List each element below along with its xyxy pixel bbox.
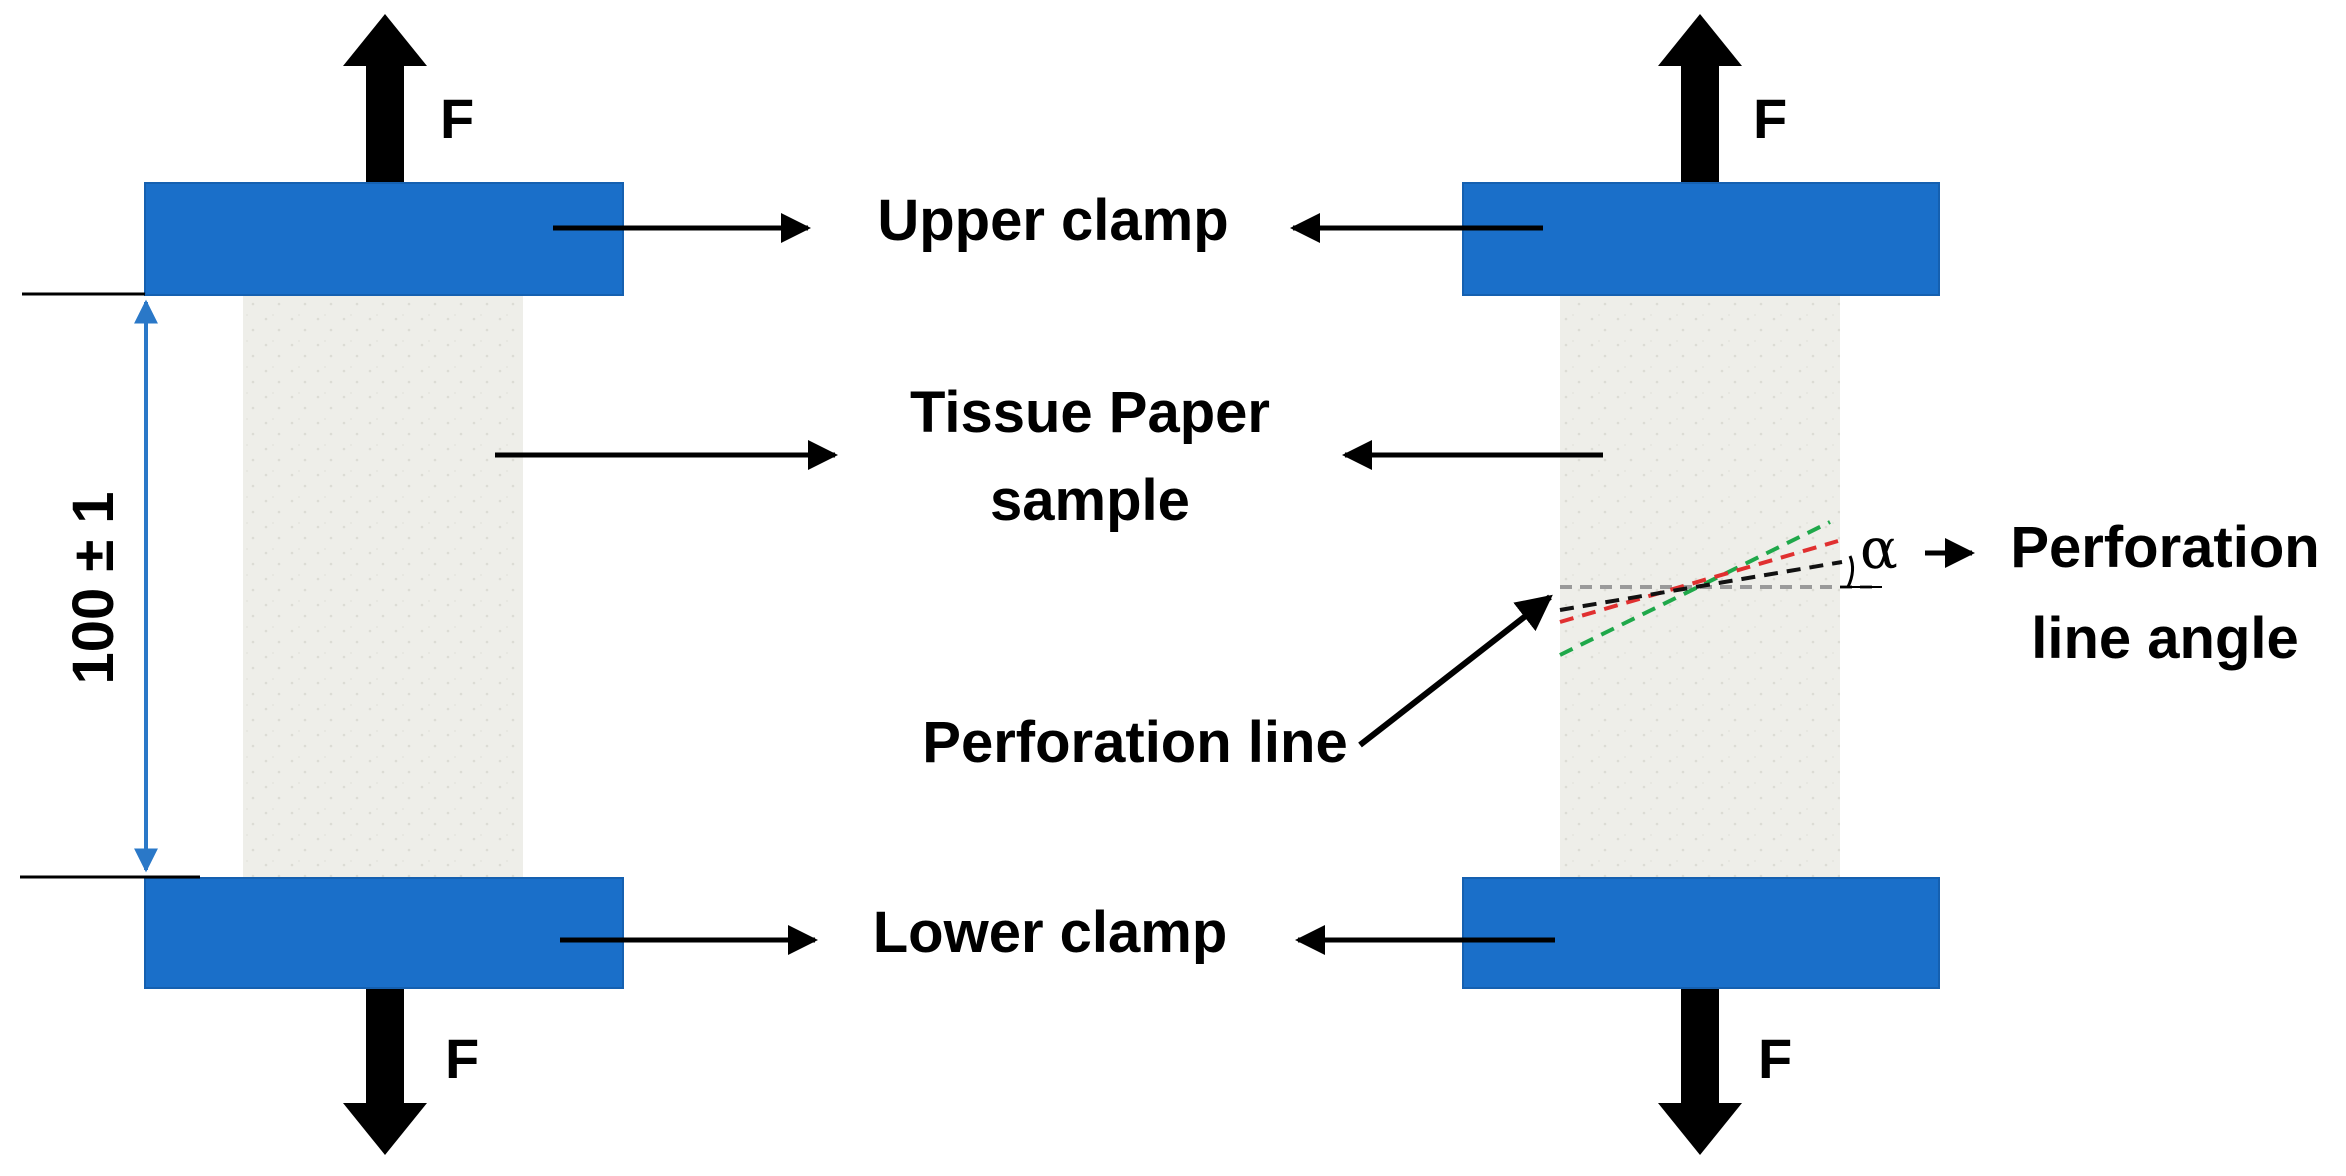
perforation-dash-red — [1559, 539, 1839, 624]
angle-arc — [1846, 555, 1855, 588]
perforation-line-label: Perforation line — [922, 710, 1347, 775]
upper-clamp-label: Upper clamp — [877, 188, 1228, 253]
dimension-label: 100 ± 1 — [61, 491, 126, 684]
force-label-top-left: F — [440, 87, 474, 150]
force-arrow-top-left — [343, 14, 427, 188]
force-arrow-bottom-right — [1658, 985, 1742, 1155]
perforation-lines — [1559, 520, 1880, 657]
lower-clamp-left — [144, 877, 624, 989]
lower-clamp-right — [1462, 877, 1940, 989]
perforation-dash-black — [1559, 560, 1843, 612]
upper-clamp-left — [144, 182, 624, 296]
lower-clamp-label: Lower clamp — [873, 900, 1228, 965]
force-arrow-bottom-left — [343, 985, 427, 1155]
force-label-bottom-left: F — [445, 1027, 479, 1090]
force-arrow-top-right — [1658, 14, 1742, 188]
angle-label-line2: line angle — [2031, 606, 2299, 671]
angle-label-line1: Perforation — [2010, 515, 2319, 580]
force-label-top-right: F — [1753, 87, 1787, 150]
upper-clamp-right — [1462, 182, 1940, 296]
force-label-bottom-right: F — [1758, 1027, 1792, 1090]
perforation-dash-green — [1559, 520, 1831, 657]
tissue-label-line1: Tissue Paper — [910, 380, 1270, 445]
tissue-label-line2: sample — [990, 468, 1190, 533]
pointer-perforation-line — [1358, 594, 1553, 748]
alpha-symbol: α — [1860, 517, 1898, 582]
tissue-sample-left — [243, 295, 523, 878]
